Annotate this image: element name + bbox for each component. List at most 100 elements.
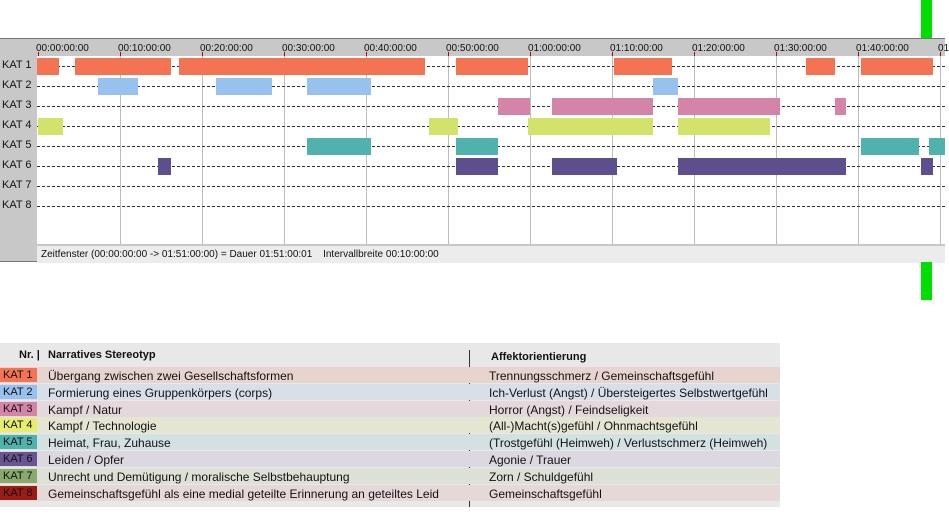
ruler-tick-mark: [284, 52, 285, 56]
row-baseline: [37, 186, 945, 187]
intervall-text: Intervallbreite 00:10:00:00: [323, 249, 439, 260]
category-label: KAT 7: [2, 179, 32, 191]
segment-bar[interactable]: [74, 58, 171, 75]
segment-bar[interactable]: [552, 158, 617, 175]
playhead-marker-top[interactable]: [921, 0, 932, 38]
segment-bar[interactable]: [157, 158, 171, 175]
ruler-tick-label: 01: [938, 43, 949, 54]
gridline: [858, 56, 859, 244]
legend-row: KAT 2 Formierung eines Gruppenkörpers (co…: [0, 383, 780, 400]
affekt-text: Zorn / Schuldgefühl: [489, 469, 594, 484]
segment-bar[interactable]: [456, 58, 529, 75]
segment-bar[interactable]: [861, 58, 934, 75]
status-bar: Zeitfenster (00:00:00:00 -> 01:51:00:00)…: [37, 246, 945, 263]
ruler-tick-mark: [776, 52, 777, 56]
segment-bar[interactable]: [215, 78, 272, 95]
gridline: [694, 56, 695, 244]
category-badge: KAT 6: [0, 452, 37, 466]
segment-bar[interactable]: [456, 158, 498, 175]
ruler-tick-mark: [448, 52, 449, 56]
category-badge: KAT 3: [0, 401, 37, 416]
segment-bar[interactable]: [429, 118, 458, 135]
segment-bar[interactable]: [37, 58, 59, 75]
ruler-tick-label: 00:40:00:00: [364, 43, 417, 54]
stereotyp-text: Unrecht und Demütigung / moralische Selb…: [48, 469, 350, 484]
affekt-text: Agonie / Trauer: [489, 453, 572, 467]
ruler-tick-label: 01:20:00:00: [692, 43, 745, 54]
category-badge: KAT 2: [0, 384, 37, 399]
legend-row: KAT 7 Unrecht und Demütigung / moralische…: [0, 467, 780, 484]
row-baseline: [37, 206, 945, 207]
segment-bar[interactable]: [552, 98, 653, 115]
affekt-text: Horror (Angst) / Feindseligkeit: [489, 402, 649, 417]
segment-bar[interactable]: [614, 58, 672, 75]
ruler-tick-label: 00:50:00:00: [446, 43, 499, 54]
timeline-plot[interactable]: [37, 56, 945, 244]
segment-bar[interactable]: [861, 138, 920, 155]
category-label: KAT 8: [2, 199, 32, 211]
playhead-marker-bottom[interactable]: [921, 262, 932, 300]
ruler-tick-label: 01:30:00:00: [774, 43, 827, 54]
segment-bar[interactable]: [179, 58, 426, 75]
stereotyp-text: Kampf / Technologie: [48, 419, 157, 434]
segment-bar[interactable]: [677, 118, 771, 135]
ruler-tick-label: 01:10:00:00: [610, 43, 663, 54]
affekt-text: Ich-Verlust (Angst) / Übersteigertes Sel…: [489, 385, 768, 400]
category-label: KAT 6: [2, 159, 32, 171]
ruler-tick-label: 01:40:00:00: [856, 43, 909, 54]
stereotyp-text: Formierung eines Gruppenkörpers (corps): [48, 385, 273, 400]
ruler-tick-label: 01:00:00:00: [528, 43, 581, 54]
segment-bar[interactable]: [806, 58, 836, 75]
segment-bar[interactable]: [97, 78, 139, 95]
affekt-text: Gemeinschaftsgefühl: [489, 486, 602, 501]
stereotyp-text: Kampf / Natur: [48, 402, 123, 417]
category-label: KAT 1: [2, 59, 32, 71]
ruler-tick-mark: [940, 52, 941, 56]
category-badge: KAT 7: [0, 468, 37, 483]
segment-bar[interactable]: [653, 78, 678, 95]
segment-bar[interactable]: [456, 138, 498, 155]
stereotyp-text: Gemeinschaftsgefühl als eine medial gete…: [48, 486, 439, 501]
category-badge: KAT 5: [0, 435, 37, 450]
legend-row: KAT 5 Heimat, Frau, Zuhause (Trostgefühl (…: [0, 434, 780, 451]
category-label: KAT 2: [2, 79, 32, 91]
stereotyp-text: Heimat, Frau, Zuhause: [48, 436, 171, 451]
category-badge: KAT 4: [0, 418, 37, 433]
segment-bar[interactable]: [498, 98, 530, 115]
ruler-tick-label: 00:30:00:00: [282, 43, 335, 54]
ruler-tick-mark: [530, 52, 531, 56]
ruler-tick-mark: [366, 52, 367, 56]
zeitfenster-text: Zeitfenster (00:00:00:00 -> 01:51:00:00)…: [41, 249, 313, 260]
stereotyp-text: Übergang zwischen zwei Gesellschaftsform…: [48, 369, 294, 383]
segment-bar[interactable]: [677, 158, 846, 175]
segment-bar[interactable]: [38, 118, 63, 135]
gridline: [202, 56, 203, 244]
segment-bar[interactable]: [677, 98, 781, 115]
segment-bar[interactable]: [528, 118, 653, 135]
ruler-tick-mark: [38, 52, 39, 56]
category-label: KAT 5: [2, 139, 32, 151]
gridline: [612, 56, 613, 244]
segment-bar[interactable]: [835, 98, 846, 115]
category-label: KAT 4: [2, 119, 32, 131]
row-baseline: [37, 126, 945, 127]
category-legend: Nr. | Narratives Stereotyp Affektorienti…: [0, 343, 780, 507]
ruler-tick-mark: [202, 52, 203, 56]
category-badge: KAT 8: [0, 485, 37, 500]
affekt-text: (Trostgefühl (Heimweh) / Verlustschmerz …: [489, 436, 768, 451]
category-label: KAT 3: [2, 99, 32, 111]
header-affekt: Affektorientierung: [491, 351, 587, 363]
segment-bar[interactable]: [306, 138, 371, 155]
row-baseline: [37, 86, 945, 87]
segment-bar[interactable]: [306, 78, 371, 95]
affekt-text: Trennungsschmerz / Gemeinschaftsgefühl: [489, 369, 714, 383]
segment-bar[interactable]: [921, 158, 934, 175]
ruler-tick-mark: [858, 52, 859, 56]
gridline: [284, 56, 285, 244]
segment-bar[interactable]: [929, 138, 945, 155]
legend-row: KAT 8 Gemeinschaftsgefühl als eine medial…: [0, 484, 780, 501]
